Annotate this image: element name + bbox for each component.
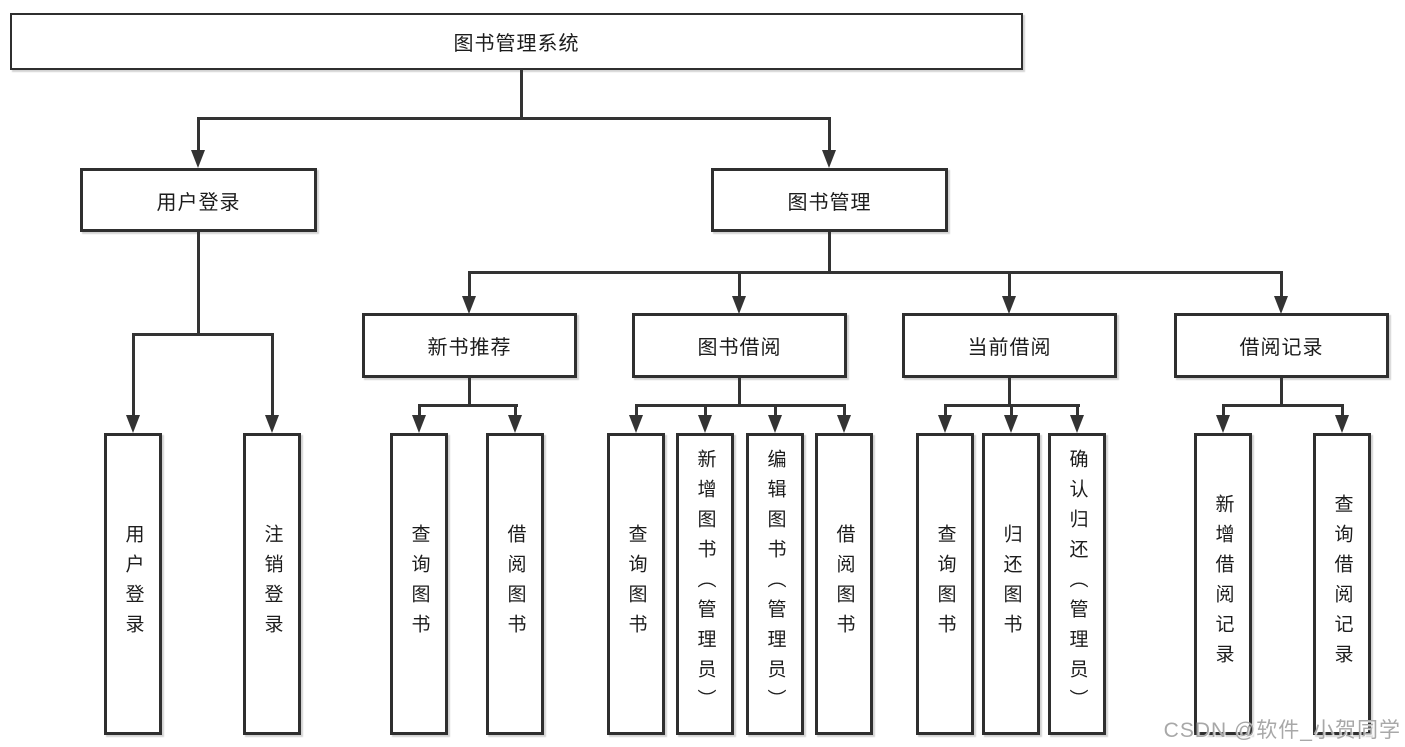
node-new-book-recommendation: 新书推荐 bbox=[362, 313, 577, 378]
connector-current-drop bbox=[944, 404, 947, 418]
leaf-search-books-recommend: 查询图书 bbox=[390, 433, 448, 735]
connector-root-stem bbox=[520, 69, 523, 120]
leaf-edit-book-admin: 编辑图书（管理员） bbox=[746, 433, 804, 735]
connector-current-stem bbox=[1008, 378, 1011, 407]
node-label: 图书借阅 bbox=[697, 337, 782, 359]
arrowhead-down-icon bbox=[1216, 415, 1230, 433]
arrowhead-down-icon bbox=[1004, 415, 1018, 433]
csdn-watermark: CSDN @软件_小贺同学 bbox=[1163, 719, 1401, 742]
leaf-return-books: 归还图书 bbox=[982, 433, 1040, 735]
arrowhead-down-icon bbox=[1070, 415, 1084, 433]
node-label: 查询图书 bbox=[625, 524, 647, 644]
connector-user-login-stem bbox=[197, 232, 200, 336]
node-current-borrowing: 当前借阅 bbox=[902, 313, 1117, 378]
leaf-logout: 注销登录 bbox=[243, 433, 301, 735]
arrowhead-down-icon bbox=[191, 150, 205, 168]
node-label: 借阅图书 bbox=[504, 524, 526, 644]
arrowhead-down-icon bbox=[508, 415, 522, 433]
connector-root-drop-left bbox=[197, 117, 200, 153]
connector-records-rail bbox=[1222, 404, 1344, 407]
connector-records-stem bbox=[1280, 378, 1283, 407]
leaf-add-book-admin: 新增图书（管理员） bbox=[676, 433, 734, 735]
connector-records-drop bbox=[1341, 404, 1344, 418]
connector-borrowing-drop bbox=[843, 404, 846, 418]
connector-borrowing-drop bbox=[774, 404, 777, 418]
leaf-borrow-books-recommend: 借阅图书 bbox=[486, 433, 544, 735]
leaf-search-borrow-record: 查询借阅记录 bbox=[1313, 433, 1371, 735]
connector-records-drop bbox=[1222, 404, 1225, 418]
node-book-management-system: 图书管理系统 bbox=[10, 13, 1023, 70]
connector-user-login-drop bbox=[271, 333, 274, 417]
node-borrowing-records: 借阅记录 bbox=[1174, 313, 1389, 378]
arrowhead-down-icon bbox=[1335, 415, 1349, 433]
node-label: 查询图书 bbox=[934, 524, 956, 644]
leaf-search-books-current: 查询图书 bbox=[916, 433, 974, 735]
node-label: 归还图书 bbox=[1000, 524, 1022, 644]
arrowhead-down-icon bbox=[126, 415, 140, 433]
node-label: 查询图书 bbox=[408, 524, 430, 644]
leaf-search-books-borrowing: 查询图书 bbox=[607, 433, 665, 735]
node-label: 图书管理 bbox=[787, 191, 872, 214]
connector-book-mgmt-drop bbox=[1008, 271, 1011, 298]
connector-new-book-rail bbox=[418, 404, 518, 407]
leaf-borrow-books-borrowing: 借阅图书 bbox=[815, 433, 873, 735]
node-label: 新增借阅记录 bbox=[1212, 494, 1234, 674]
arrowhead-down-icon bbox=[768, 415, 782, 433]
leaf-add-borrow-record: 新增借阅记录 bbox=[1194, 433, 1252, 735]
connector-user-login-drop bbox=[132, 333, 135, 417]
arrowhead-down-icon bbox=[629, 415, 643, 433]
node-label: 图书管理系统 bbox=[453, 33, 580, 55]
leaf-confirm-return-admin: 确认归还（管理员） bbox=[1048, 433, 1106, 735]
arrowhead-down-icon bbox=[698, 415, 712, 433]
node-label: 用户登录 bbox=[122, 524, 144, 644]
connector-new-book-stem bbox=[468, 378, 471, 407]
node-book-management: 图书管理 bbox=[711, 168, 948, 232]
leaf-user-login: 用户登录 bbox=[104, 433, 162, 735]
connector-book-mgmt-drop bbox=[1280, 271, 1283, 298]
node-label: 用户登录 bbox=[156, 191, 241, 214]
node-label: 注销登录 bbox=[261, 524, 283, 644]
arrowhead-down-icon bbox=[732, 296, 746, 314]
arrowhead-down-icon bbox=[265, 415, 279, 433]
arrowhead-down-icon bbox=[412, 415, 426, 433]
node-user-login: 用户登录 bbox=[80, 168, 317, 232]
connector-borrowing-drop bbox=[704, 404, 707, 418]
connector-borrowing-rail bbox=[635, 404, 846, 407]
node-label: 当前借阅 bbox=[967, 337, 1052, 359]
node-label: 借阅记录 bbox=[1239, 337, 1324, 359]
arrowhead-down-icon bbox=[1274, 296, 1288, 314]
node-label: 新增图书（管理员） bbox=[694, 449, 716, 719]
connector-root-drop-right bbox=[828, 117, 831, 153]
arrowhead-down-icon bbox=[462, 296, 476, 314]
connector-current-drop bbox=[1076, 404, 1079, 418]
connector-book-mgmt-drop bbox=[738, 271, 741, 298]
connector-borrowing-stem bbox=[738, 378, 741, 407]
connector-current-drop bbox=[1010, 404, 1013, 418]
node-label: 新书推荐 bbox=[427, 337, 512, 359]
connector-root-rail bbox=[197, 117, 831, 120]
connector-book-mgmt-drop bbox=[468, 271, 471, 298]
connector-new-book-drop bbox=[514, 404, 517, 418]
arrowhead-down-icon bbox=[822, 150, 836, 168]
connector-borrowing-drop bbox=[635, 404, 638, 418]
node-label: 查询借阅记录 bbox=[1331, 494, 1353, 674]
node-book-borrowing: 图书借阅 bbox=[632, 313, 847, 378]
arrowhead-down-icon bbox=[938, 415, 952, 433]
node-label: 确认归还（管理员） bbox=[1066, 449, 1088, 719]
arrowhead-down-icon bbox=[837, 415, 851, 433]
connector-new-book-drop bbox=[418, 404, 421, 418]
connector-book-mgmt-rail bbox=[468, 271, 1283, 274]
arrowhead-down-icon bbox=[1002, 296, 1016, 314]
connector-user-login-rail bbox=[132, 333, 274, 336]
node-label: 编辑图书（管理员） bbox=[764, 449, 786, 719]
connector-book-mgmt-stem bbox=[828, 232, 831, 274]
node-label: 借阅图书 bbox=[833, 524, 855, 644]
